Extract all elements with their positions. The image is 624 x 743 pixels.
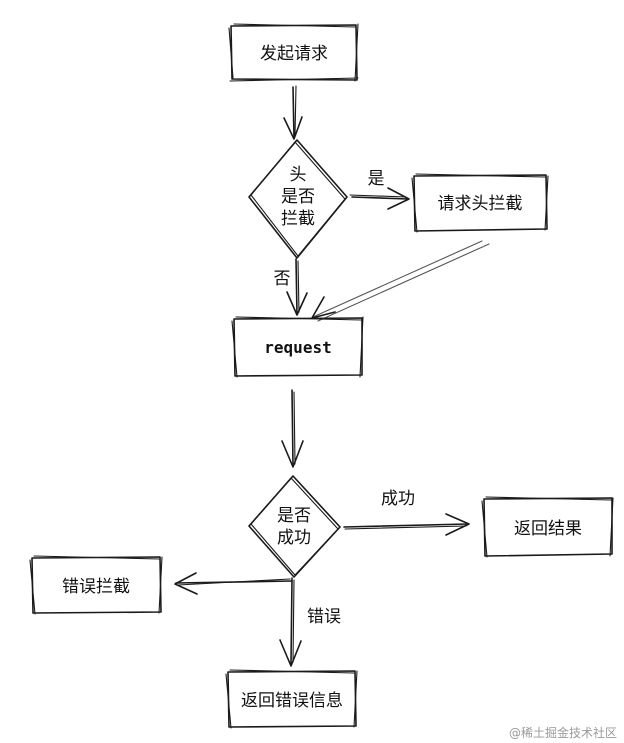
return-error-label: 返回错误信息 xyxy=(241,691,343,711)
arrow-request-to-success-question xyxy=(281,389,304,468)
start-node: 发起请求 xyxy=(228,23,359,82)
header-question-line-2: 是否 xyxy=(281,187,315,207)
arrow-yes-to-header-intercept xyxy=(349,187,410,210)
arrow-success-to-return-result xyxy=(343,513,470,536)
arrow-header-intercept-to-request xyxy=(311,240,490,322)
edge-label-no: 否 xyxy=(274,269,291,289)
arrow-error-to-error-intercept xyxy=(174,572,293,595)
start-node-label: 发起请求 xyxy=(260,44,328,64)
error-intercept-node: 错误拦截 xyxy=(29,555,163,615)
success-question-line-1: 是否 xyxy=(277,506,311,526)
success-question-line-2: 成功 xyxy=(277,528,311,548)
edge-label-yes: 是 xyxy=(368,169,385,189)
success-question-node: 是否 成功 xyxy=(248,475,341,578)
error-intercept-label: 错误拦截 xyxy=(62,577,130,597)
header-intercept-node: 请求头拦截 xyxy=(411,173,549,233)
edge-label-success: 成功 xyxy=(381,489,415,509)
edge-label-error: 错误 xyxy=(307,607,341,627)
header-question-line-3: 拦截 xyxy=(281,209,315,229)
header-question-line-1: 头 xyxy=(290,165,307,185)
header-intercept-label: 请求头拦截 xyxy=(438,194,523,214)
return-error-node: 返回错误信息 xyxy=(225,669,358,729)
request-node: request xyxy=(231,316,364,378)
header-question-node: 头 是否 拦截 xyxy=(248,139,348,259)
arrow-error-to-return-error xyxy=(279,577,302,667)
arrow-start-to-header-question xyxy=(283,85,303,140)
watermark: @稀土掘金技术社区 xyxy=(509,725,617,740)
return-result-label: 返回结果 xyxy=(514,519,582,539)
arrow-no-to-request xyxy=(286,258,308,316)
return-result-node: 返回结果 xyxy=(481,496,614,558)
request-node-label: request xyxy=(264,338,331,357)
